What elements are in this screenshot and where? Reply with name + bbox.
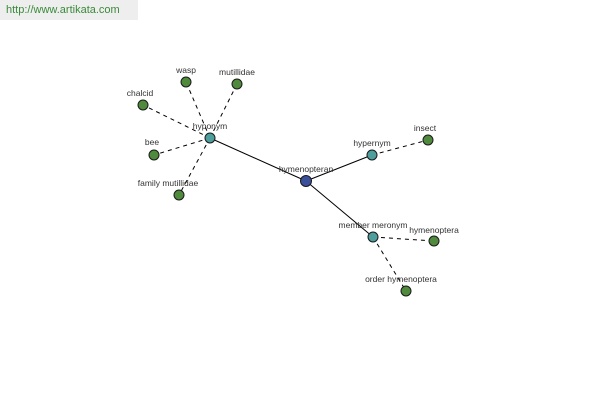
node-circle[interactable]: [180, 76, 192, 88]
node-member-meronym[interactable]: member meronym: [339, 220, 408, 243]
node-circle[interactable]: [148, 149, 160, 161]
edge-hymenopteran-to-member-meronym: [305, 180, 374, 238]
node-label: chalcid: [127, 88, 154, 98]
edge-hypernym-to-insect: [371, 139, 429, 156]
node-label: hymenoptera: [409, 225, 459, 235]
node-label: member meronym: [339, 220, 408, 230]
edge-hyponym-to-wasp: [185, 81, 211, 139]
node-hypernym[interactable]: hypernym: [353, 138, 391, 161]
node-circle[interactable]: [400, 285, 412, 297]
edge-member-meronym-to-hymenoptera: [372, 236, 435, 242]
node-label: mutillidae: [219, 67, 255, 77]
node-label: hypernym: [353, 138, 390, 148]
edges-layer: [142, 81, 435, 292]
edge-hyponym-to-bee: [153, 137, 211, 156]
node-circle[interactable]: [137, 99, 149, 111]
node-circle[interactable]: [366, 149, 378, 161]
node-label: hyponym: [193, 121, 228, 131]
node-circle[interactable]: [428, 235, 440, 247]
node-circle[interactable]: [173, 189, 185, 201]
node-hyponym[interactable]: hyponym: [193, 121, 228, 144]
node-label: family mutillidae: [138, 178, 199, 188]
node-wasp[interactable]: wasp: [175, 65, 196, 88]
node-label: hymenopteran: [279, 164, 334, 174]
node-family-mutillidae[interactable]: family mutillidae: [138, 178, 199, 201]
edge-hyponym-to-family-mutillidae: [178, 137, 211, 196]
node-mutillidae[interactable]: mutillidae: [219, 67, 255, 90]
node-label: order hymenoptera: [365, 274, 437, 284]
node-circle[interactable]: [367, 231, 379, 243]
node-insect[interactable]: insect: [414, 123, 437, 146]
node-hymenopteran[interactable]: hymenopteran: [279, 164, 334, 187]
nodes-layer: hymenopteran hyponym hypernym member merony…: [127, 65, 459, 297]
edge-member-meronym-to-order-hymenoptera: [372, 236, 407, 292]
edge-hymenopteran-to-hypernym: [305, 154, 373, 182]
edge-hymenopteran-to-hyponym: [209, 137, 307, 182]
site-url-watermark[interactable]: http://www.artikata.com: [0, 0, 138, 20]
node-circle[interactable]: [422, 134, 434, 146]
node-chalcid[interactable]: chalcid: [127, 88, 154, 111]
node-label: bee: [145, 137, 159, 147]
node-circle[interactable]: [231, 78, 243, 90]
node-label: insect: [414, 123, 437, 133]
node-circle[interactable]: [300, 175, 312, 187]
node-hymenoptera[interactable]: hymenoptera: [409, 225, 459, 247]
node-bee[interactable]: bee: [145, 137, 160, 161]
edge-hyponym-to-mutillidae: [209, 83, 238, 139]
node-label: wasp: [175, 65, 196, 75]
node-order-hymenoptera[interactable]: order hymenoptera: [365, 274, 437, 297]
node-circle[interactable]: [204, 132, 216, 144]
